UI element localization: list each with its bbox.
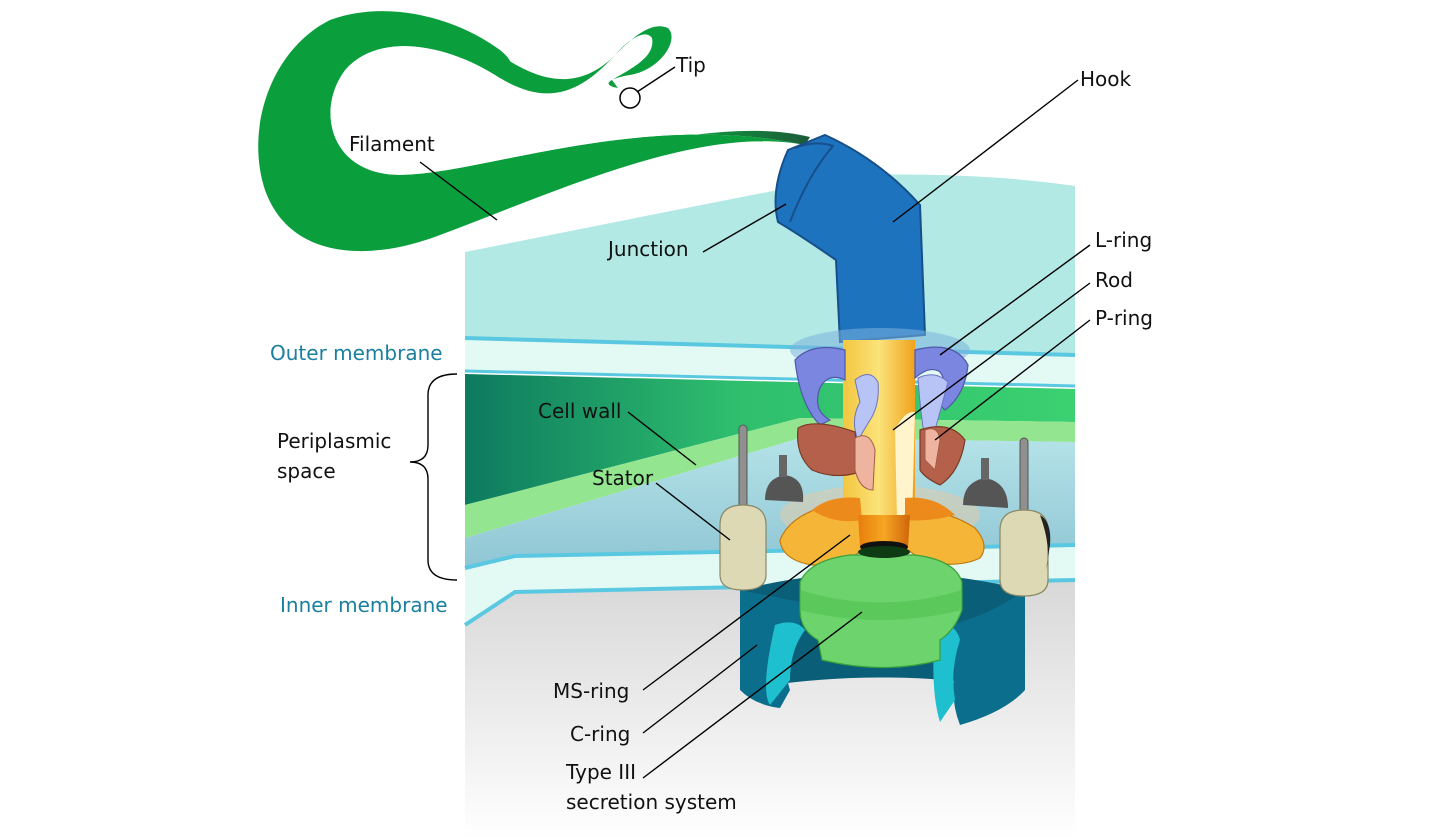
label-rod: Rod [1095, 268, 1133, 292]
label-p-ring: P-ring [1095, 306, 1153, 330]
stator-protein-left-stalk [779, 455, 787, 477]
label-tip: Tip [675, 53, 706, 77]
label-outer-membrane: Outer membrane [270, 341, 443, 365]
label-hook: Hook [1080, 67, 1132, 91]
c-ring-highlight-left [766, 622, 805, 705]
leader-p-ring [934, 319, 1091, 441]
ms-ring-top-left [812, 497, 862, 522]
label-t3ss-line2: secretion system [566, 790, 737, 814]
label-ms-ring: MS-ring [553, 679, 629, 703]
label-periplasmic-line1: Periplasmic [277, 429, 391, 453]
c-ring-front-right [948, 590, 1025, 725]
periplasmic-bracket [409, 373, 458, 581]
label-inner-membrane: Inner membrane [280, 593, 448, 617]
l-ring-inner-right [917, 374, 949, 442]
stator-right [999, 437, 1051, 597]
basal-body [719, 328, 1051, 725]
cell-wall-light-strip [465, 418, 1075, 538]
stator-protein-left [765, 475, 804, 502]
rod-cutaway [895, 411, 915, 520]
t3ss-shade [800, 590, 962, 620]
junction-seam [789, 142, 835, 223]
p-ring-inner-left [854, 435, 876, 491]
hook [774, 133, 927, 344]
label-l-ring: L-ring [1095, 228, 1152, 252]
leader-t3ss [642, 611, 863, 779]
label-c-ring: C-ring [570, 722, 630, 746]
leader-tip [636, 66, 676, 93]
leader-stator [655, 482, 731, 541]
label-junction: Junction [606, 237, 689, 261]
ms-ring-top-right [905, 497, 955, 521]
stator-protein-right [963, 478, 1008, 508]
hook-body [774, 133, 927, 344]
ms-ring-core [858, 515, 910, 548]
leader-rod [892, 282, 1091, 431]
filament [258, 11, 810, 252]
labels: Tip Hook Filament Junction L-ring Rod P-… [270, 53, 1153, 814]
tip-marker [619, 87, 641, 109]
leader-filament [419, 161, 498, 221]
t3ss-opening [858, 546, 910, 558]
leader-junction [702, 203, 787, 253]
label-periplasmic-line2: space [277, 459, 336, 483]
cell-envelope-slab [463, 174, 1076, 840]
label-cell-wall: Cell wall [538, 399, 621, 423]
leader-lines [419, 66, 1091, 779]
l-ring-left [794, 347, 846, 426]
label-filament: Filament [349, 132, 435, 156]
filament-lower-edge [258, 11, 805, 252]
extracellular-space [465, 174, 1075, 355]
stator-protein-right-stalk [981, 458, 989, 480]
leader-c-ring [642, 644, 758, 734]
p-ring-left [796, 423, 861, 477]
leader-cell-wall [627, 411, 697, 466]
stator-left [719, 424, 767, 591]
leader-ms-ring [642, 534, 851, 691]
label-t3ss-line1: Type III [565, 760, 636, 784]
l-ring-inner-left [854, 374, 879, 442]
label-stator: Stator [592, 466, 654, 490]
leader-l-ring [939, 244, 1091, 356]
leader-hook [892, 79, 1079, 223]
